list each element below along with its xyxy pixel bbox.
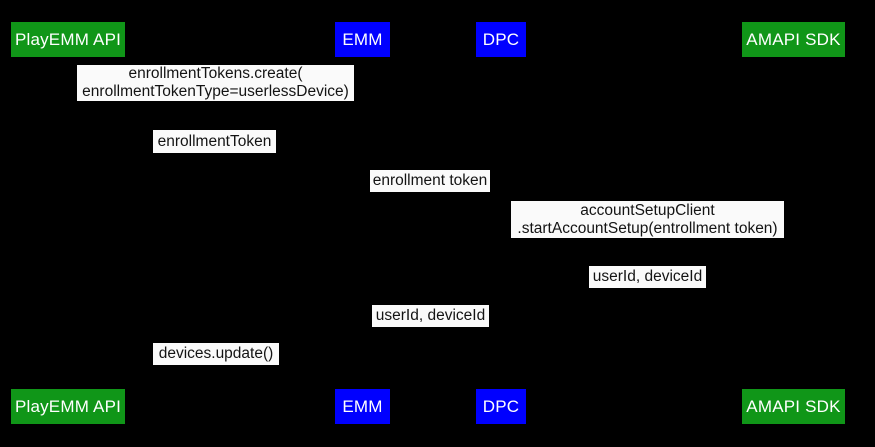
actor-label-emm: EMM [342, 396, 383, 416]
message-label-enrollment-tokens-create: enrollmentTokens.create( enrollmentToken… [77, 65, 354, 101]
actor-label-amapi-sdk: AMAPI SDK [746, 29, 841, 49]
message-label-userid-deviceid-return: userId, deviceId [589, 266, 706, 288]
actor-label-emm: EMM [342, 29, 383, 49]
actor-box-emm-top: EMM [335, 22, 390, 57]
actor-box-amapi-sdk-top: AMAPI SDK [742, 22, 845, 57]
actor-label-dpc: DPC [482, 396, 520, 416]
message-line: enrollmentToken [157, 132, 272, 150]
message-line: devices.update() [158, 345, 274, 362]
message-line: enrollmentTokens.create( [128, 65, 303, 82]
message-line: accountSetupClient [580, 201, 715, 219]
actor-box-playemm-api-top: PlayEMM API [11, 22, 125, 57]
actor-box-emm-bottom: EMM [335, 389, 390, 424]
actor-label-dpc: DPC [482, 29, 520, 49]
message-line: enrollmentTokenType=userlessDevice) [82, 83, 349, 100]
message-label-userid-deviceid-pass: userId, deviceId [372, 305, 489, 327]
message-line: enrollment token [372, 172, 488, 189]
message-label-enrollment-token-return: enrollmentToken [153, 130, 276, 153]
message-line: userId, deviceId [375, 307, 486, 324]
actor-box-playemm-api-bottom: PlayEMM API [11, 389, 125, 424]
actor-box-dpc-bottom: DPC [476, 389, 526, 424]
actor-label-playemm-api: PlayEMM API [14, 29, 122, 49]
message-line: .startAccountSetup(entrollment token) [517, 219, 778, 237]
message-label-start-account-setup: accountSetupClient .startAccountSetup(en… [511, 201, 784, 238]
actor-label-playemm-api: PlayEMM API [14, 396, 122, 416]
message-line: userId, deviceId [592, 268, 703, 285]
actor-box-dpc-top: DPC [476, 22, 526, 57]
actor-label-amapi-sdk: AMAPI SDK [746, 396, 841, 416]
message-label-enrollment-token-pass: enrollment token [370, 170, 490, 192]
message-label-devices-update: devices.update() [153, 343, 279, 365]
actor-box-amapi-sdk-bottom: AMAPI SDK [742, 389, 845, 424]
